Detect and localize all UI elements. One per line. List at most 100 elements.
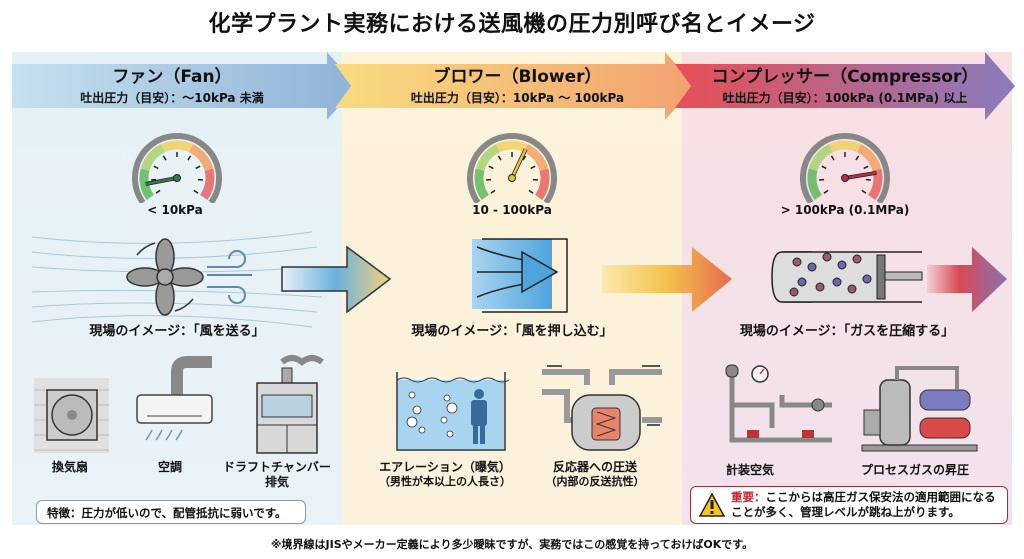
gauge-tick — [830, 155, 835, 161]
fan-band-arrow — [12, 52, 357, 120]
compression-cylinder-icon — [771, 251, 923, 303]
gauge-zone — [856, 144, 882, 172]
transition-arrow-1 — [281, 245, 392, 314]
image-band-art — [31, 231, 1007, 328]
gauge-zone — [523, 144, 549, 172]
warning-text: ここからは高圧ガス保安法の適用範囲になることが多く、管理レベルが跳ね上がります。 — [731, 490, 996, 519]
example-process-gas: プロセスガスの昇圧 — [860, 463, 969, 477]
reactor-icon — [542, 365, 662, 451]
blower-gauge-label: 10 - 100kPa — [472, 203, 552, 217]
gauge-tick — [528, 189, 534, 194]
gauge-zone — [534, 168, 550, 201]
gauge-zone — [474, 168, 490, 201]
page-title: 化学プラント実務における送風機の圧力別呼び名とイメージ — [208, 12, 816, 37]
image-band — [12, 227, 1012, 347]
fan-note: 特徴：圧力が低いので、配管抵抗に弱いです。 — [36, 500, 306, 524]
compressor-header-band: コンプレッサー（Compressor） 吐出圧力（目安）：100kPa (0.1… — [675, 52, 1015, 120]
examples-art — [34, 355, 978, 454]
compressor-title: コンプレッサー（Compressor） — [711, 67, 979, 87]
example-draft-chamber-line2: 排気 — [264, 475, 289, 489]
blower-title: ブロワー（Blower） — [433, 67, 602, 87]
compressor-band-arrow — [675, 52, 1015, 120]
example-air-conditioner: 空調 — [157, 460, 182, 474]
example-instrument-air: 計装空気 — [725, 463, 774, 477]
fan-gauge — [132, 133, 222, 203]
gauge-zone — [199, 168, 215, 201]
transition-arrow-2 — [602, 247, 732, 312]
compressor-gauge-label: > 100kPa (0.1MPa) — [780, 203, 910, 217]
blower-band-arrow — [335, 52, 695, 120]
compressor-pressure: 吐出圧力（目安）：100kPa (0.1MPa) 以上 — [722, 91, 968, 105]
gauge-tick — [861, 189, 867, 194]
gauge-bezel — [467, 133, 557, 203]
transition-arrow-3 — [927, 247, 1007, 312]
gauge-tick — [187, 155, 192, 161]
fan-icon — [126, 238, 204, 316]
example-ventilation-fan: 換気扇 — [51, 460, 88, 474]
gauge-needle — [145, 176, 178, 186]
blower-header-band: ブロワー（Blower） 吐出圧力（目安）：10kPa 〜 100kPa — [335, 52, 695, 120]
fan-gauge-label: < 10kPa — [147, 203, 203, 217]
gauge-tick — [153, 165, 159, 170]
example-aeration: エアレーション（曝気） （男性が本以上の人長さ） — [360, 460, 530, 489]
gauge-zone — [807, 168, 823, 201]
gauge-zone — [188, 144, 214, 172]
gauge-tick — [162, 155, 167, 161]
example-draft-chamber: ドラフトチャンバー 排気 — [212, 460, 342, 490]
process-gas-compressor-icon — [861, 366, 978, 452]
gauge-needle — [510, 148, 527, 179]
compressor-warning-note: 重要：ここからは高圧ガス保安法の適用範囲になることが多く、管理レベルが跳ね上がり… — [690, 486, 1008, 524]
fan-pressure: 吐出圧力（目安）：〜10kPa 未満 — [80, 91, 264, 105]
gauge-tick — [821, 165, 827, 170]
blower-gauge — [467, 133, 557, 203]
wind-icon — [207, 250, 252, 304]
gauge-zone — [496, 140, 528, 153]
warning-icon — [699, 493, 725, 517]
air-conditioner-icon — [136, 356, 213, 441]
gauge-tick — [193, 189, 199, 194]
gauge-tick — [497, 155, 502, 161]
gauge-zone — [139, 168, 155, 201]
gauge-needle — [844, 171, 877, 180]
gauge-tick — [490, 189, 496, 194]
example-aeration-sub: （男性が本以上の人長さ） — [379, 475, 511, 488]
fan-header-band: ファン（Fan） 吐出圧力（目安）：〜10kPa 未満 — [12, 52, 357, 120]
gauge-zone — [867, 168, 883, 201]
gauge-zone — [808, 144, 834, 172]
gauge-zone — [140, 144, 166, 172]
gauge-hub — [173, 174, 181, 182]
example-aeration-label: エアレーション（曝気） — [379, 460, 511, 474]
gauge-tick — [488, 165, 494, 170]
gauge-tick — [823, 189, 829, 194]
gauge-tick — [155, 189, 161, 194]
footer-note: ※境界線はJISやメーカー定義により多少曖昧ですが、実務ではこの感覚を持っておけ… — [270, 538, 754, 551]
blower-image-caption: 現場のイメージ：「風を押し込む」 — [411, 324, 613, 339]
instrument-air-icon — [725, 364, 832, 443]
example-draft-chamber-line1: ドラフトチャンバー — [223, 460, 331, 474]
gauge-tick — [855, 155, 860, 161]
gauge-zone — [829, 140, 861, 153]
fan-title: ファン（Fan） — [112, 67, 232, 87]
blower-pressure: 吐出圧力（目安）：10kPa 〜 100kPa — [410, 91, 625, 105]
gauge-bezel — [800, 133, 890, 203]
gauge-tick — [195, 165, 201, 170]
draft-chamber-icon — [256, 355, 324, 454]
gauge-zone — [475, 144, 501, 172]
gauge-hub — [508, 174, 516, 182]
aeration-tank-icon — [396, 372, 510, 451]
fan-image-caption: 現場のイメージ：「風を送る」 — [89, 324, 265, 339]
example-reactor-feed: 反応器への圧送 （内部の反送抗性） — [525, 460, 665, 489]
gauge-bezel — [132, 133, 222, 203]
gauge-tick — [530, 165, 536, 170]
ventilation-fan-icon — [34, 378, 109, 453]
example-reactor-label: 反応器への圧送 — [552, 460, 637, 474]
warning-label: 重要： — [731, 490, 766, 504]
compressor-gauge — [800, 133, 890, 203]
compressor-image-caption: 現場のイメージ：「ガスを圧縮する」 — [739, 324, 955, 339]
gauge-zone — [161, 140, 193, 153]
gauge-hub — [841, 174, 849, 182]
gauge-tick — [522, 155, 527, 161]
gauge-tick — [863, 165, 869, 170]
blower-push-icon — [472, 238, 568, 313]
example-reactor-sub: （内部の反送抗性） — [545, 475, 645, 488]
